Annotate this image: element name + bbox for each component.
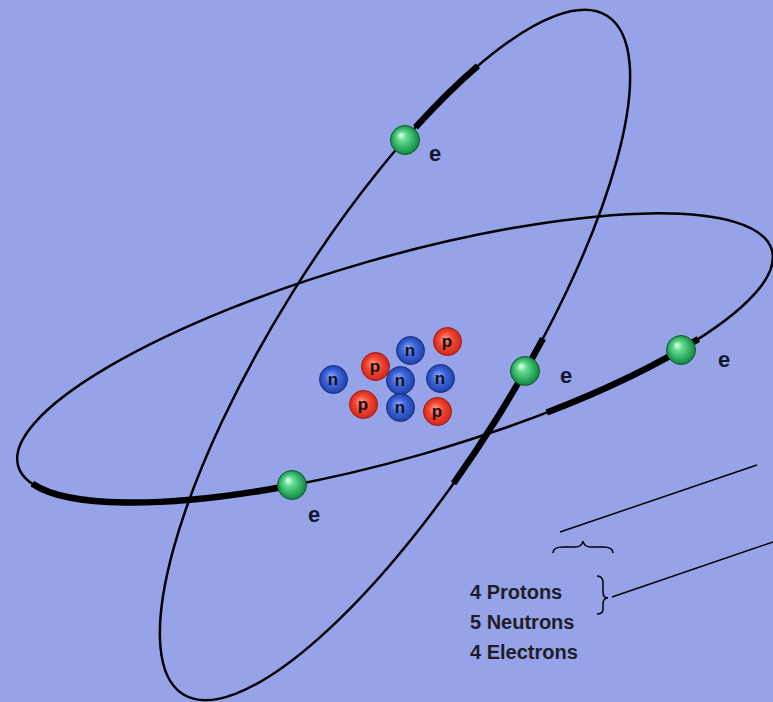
proton-ball: p [433, 327, 462, 356]
neutron-circle [426, 364, 454, 392]
proton-ball: p [349, 390, 378, 419]
neutron-letter: n [395, 372, 405, 389]
electron-sphere [277, 470, 307, 500]
brace [597, 576, 608, 614]
proton-letter: p [370, 358, 380, 375]
electron-sphere [666, 335, 696, 365]
proton-circle [423, 397, 451, 425]
neutron-circle [319, 365, 347, 393]
neutron-letter: n [435, 370, 445, 387]
electron-circle [511, 357, 540, 386]
neutron-ball: n [386, 393, 415, 422]
orbit-two [0, 154, 773, 562]
electron-letter: e [427, 143, 443, 165]
proton-letter: p [432, 403, 442, 420]
proton-ball: p [423, 397, 452, 426]
neutron-letter: n [328, 371, 338, 388]
orbit-thick [0, 154, 773, 562]
brace [553, 541, 613, 553]
electron-letter: e [558, 365, 574, 387]
neutron-letter: n [405, 342, 415, 359]
neutron-circle [396, 336, 424, 364]
electron-ball: e [390, 125, 420, 155]
proton-ball: p [361, 352, 390, 381]
proton-circle [433, 327, 461, 355]
leader-line [560, 465, 757, 532]
proton-circle [361, 352, 389, 380]
count-label: 5 Neutrons [470, 611, 574, 633]
neutron-ball: n [426, 364, 455, 393]
electron-ball: e [666, 335, 696, 365]
count-label: 4 Protons [470, 581, 562, 603]
neutron-ball: n [396, 336, 425, 365]
orbit-line [0, 154, 773, 562]
electron-sphere [510, 356, 540, 386]
electron-sphere [390, 125, 420, 155]
neutron-circle [386, 393, 414, 421]
neutron-circle [386, 366, 414, 394]
proton-circle [349, 390, 377, 418]
electron-circle [667, 336, 696, 365]
electron-ball: e [277, 470, 307, 500]
electron-circle [278, 471, 307, 500]
neutron-letter: n [395, 399, 405, 416]
count-label: 4 Electrons [470, 641, 578, 663]
proton-letter: p [358, 396, 368, 413]
neutron-ball: n [386, 366, 415, 395]
leader-line [612, 542, 773, 597]
proton-letter: p [442, 333, 452, 350]
electron-ball: e [510, 356, 540, 386]
electron-letter: e [306, 504, 322, 526]
neutron-ball: n [319, 365, 348, 394]
electron-circle [391, 126, 420, 155]
electron-letter: e [716, 349, 732, 371]
